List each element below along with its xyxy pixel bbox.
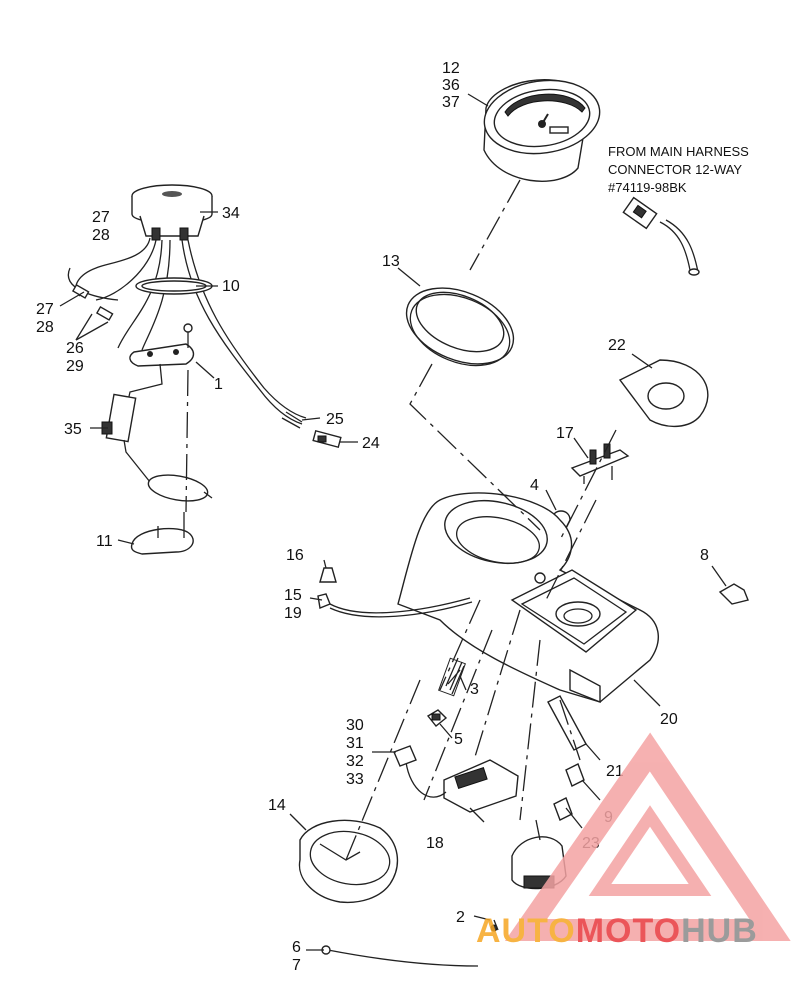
callout-7: 7 [292, 957, 301, 974]
speedometer [483, 79, 601, 182]
callout-4: 4 [530, 477, 539, 494]
callout-26: 26 [66, 340, 84, 357]
note-line-2: CONNECTOR 12-WAY [608, 162, 742, 177]
callout-15: 15 [284, 587, 302, 604]
callout-36: 36 [442, 77, 460, 94]
callout-13: 13 [382, 253, 400, 270]
callout-5: 5 [454, 731, 463, 748]
gasket-11 [130, 512, 194, 555]
callout-34: 34 [222, 205, 240, 222]
callout-20: 20 [660, 711, 678, 728]
socket-16 [317, 567, 473, 618]
callout-19: 19 [284, 605, 302, 622]
callout-30: 30 [346, 717, 364, 734]
svg-text:AUTOMOTOHUB: AUTOMOTOHUB [476, 912, 758, 950]
watermark-moto: MOTO [576, 912, 681, 950]
callout-17: 17 [556, 425, 574, 442]
note-line-1: FROM MAIN HARNESS [608, 144, 749, 159]
clip-8 [718, 583, 749, 605]
clips-9-23 [553, 763, 585, 821]
module-18 [393, 745, 519, 813]
callout-35: 35 [64, 421, 82, 438]
callout-14: 14 [268, 797, 286, 814]
callout-12: 12 [442, 60, 460, 77]
console-20 [397, 492, 659, 704]
note-line-3: #74119-98BK [608, 180, 687, 195]
callout-18: 18 [426, 835, 444, 852]
watermark-hub: HUB [681, 912, 758, 950]
connector-24 [312, 429, 342, 449]
callout-33: 33 [346, 771, 364, 788]
callout-10: 10 [222, 278, 240, 295]
harness-note: FROM MAIN HARNESS CONNECTOR 12-WAY #7411… [608, 144, 749, 195]
nut-5 [426, 709, 448, 727]
sender-unit [101, 323, 213, 502]
callout-27b: 27 [36, 301, 54, 318]
watermark-inner-triangle-icon [588, 805, 712, 896]
callout-3: 3 [470, 681, 479, 698]
callout-2: 2 [456, 909, 465, 926]
callout-37: 37 [442, 94, 460, 111]
terminals [71, 283, 114, 321]
callout-28: 28 [92, 227, 110, 244]
callout-6: 6 [292, 939, 301, 956]
callout-16: 16 [286, 547, 304, 564]
watermark: AUTOMOTOHUB [476, 732, 791, 950]
callout-29: 29 [66, 358, 84, 375]
callout-24: 24 [362, 435, 380, 452]
fuel-gauge [131, 184, 213, 241]
callout-32: 32 [346, 753, 364, 770]
callout-22: 22 [608, 337, 626, 354]
callout-27: 27 [92, 209, 110, 226]
watermark-triangle-icon [504, 732, 791, 941]
watermark-auto: AUTO [476, 912, 576, 950]
callout-1: 1 [214, 376, 223, 393]
callout-31: 31 [346, 735, 364, 752]
spring-3 [438, 657, 466, 697]
harness-connector [622, 196, 700, 276]
bracket-17 [570, 443, 630, 484]
cable-6-7 [327, 949, 479, 967]
callout-11: 11 [96, 533, 113, 550]
plate-22 [618, 359, 709, 427]
housing-14 [298, 819, 399, 904]
callout-21: 21 [606, 763, 624, 780]
callout-labels: 12 36 37 27 28 34 10 27 28 26 29 1 25 24… [36, 60, 709, 974]
callout-28b: 28 [36, 319, 54, 336]
ring-13 [405, 287, 515, 367]
callout-8: 8 [700, 547, 709, 564]
callout-25: 25 [326, 411, 344, 428]
